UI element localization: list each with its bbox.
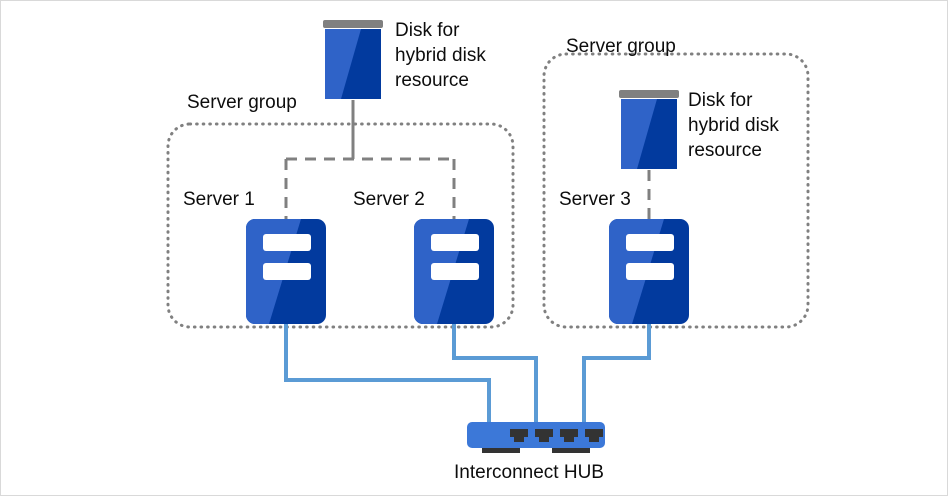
- disk-icon-left: [323, 20, 383, 99]
- disk-right-label-line3: resource: [688, 140, 762, 161]
- disk-cap-right: [619, 90, 679, 98]
- hub-foot-left: [482, 445, 520, 453]
- server-1-slot-top: [263, 234, 311, 251]
- server-icon-2: [414, 219, 494, 324]
- hub-foot-right: [552, 445, 590, 453]
- hub-ports: [510, 429, 603, 442]
- server-1-label: Server 1: [183, 189, 255, 210]
- group-box-right: [542, 52, 810, 329]
- group-box-left: [166, 122, 515, 329]
- server-3-slot-top: [626, 234, 674, 251]
- disk-link-left-bracket: [284, 157, 456, 219]
- disk-right-label-line1: Disk for: [688, 90, 753, 111]
- server-2-slot-top: [431, 234, 479, 251]
- disk-left-label-line3: resource: [395, 70, 469, 91]
- network-line-server-3: [582, 324, 651, 422]
- disk-icon-right: [619, 90, 679, 169]
- server-1-slot-bottom: [263, 263, 311, 280]
- group-label-right: Server group: [566, 36, 676, 57]
- server-3-slot-bottom: [626, 263, 674, 280]
- server-2-slot-bottom: [431, 263, 479, 280]
- server-3-label: Server 3: [559, 189, 631, 210]
- server-2-label: Server 2: [353, 189, 425, 210]
- network-line-server-1: [284, 324, 491, 422]
- disk-left-label-line2: hybrid disk: [395, 45, 486, 66]
- network-line-server-2: [452, 324, 538, 422]
- hub-icon: [467, 422, 605, 453]
- server-icon-1: [246, 219, 326, 324]
- server-icon-3: [609, 219, 689, 324]
- disk-right-label-line2: hybrid disk: [688, 115, 779, 136]
- disk-cap-left: [323, 20, 383, 28]
- hub-label: Interconnect HUB: [454, 462, 604, 483]
- disk-left-label-line1: Disk for: [395, 20, 460, 41]
- group-label-left: Server group: [187, 92, 297, 113]
